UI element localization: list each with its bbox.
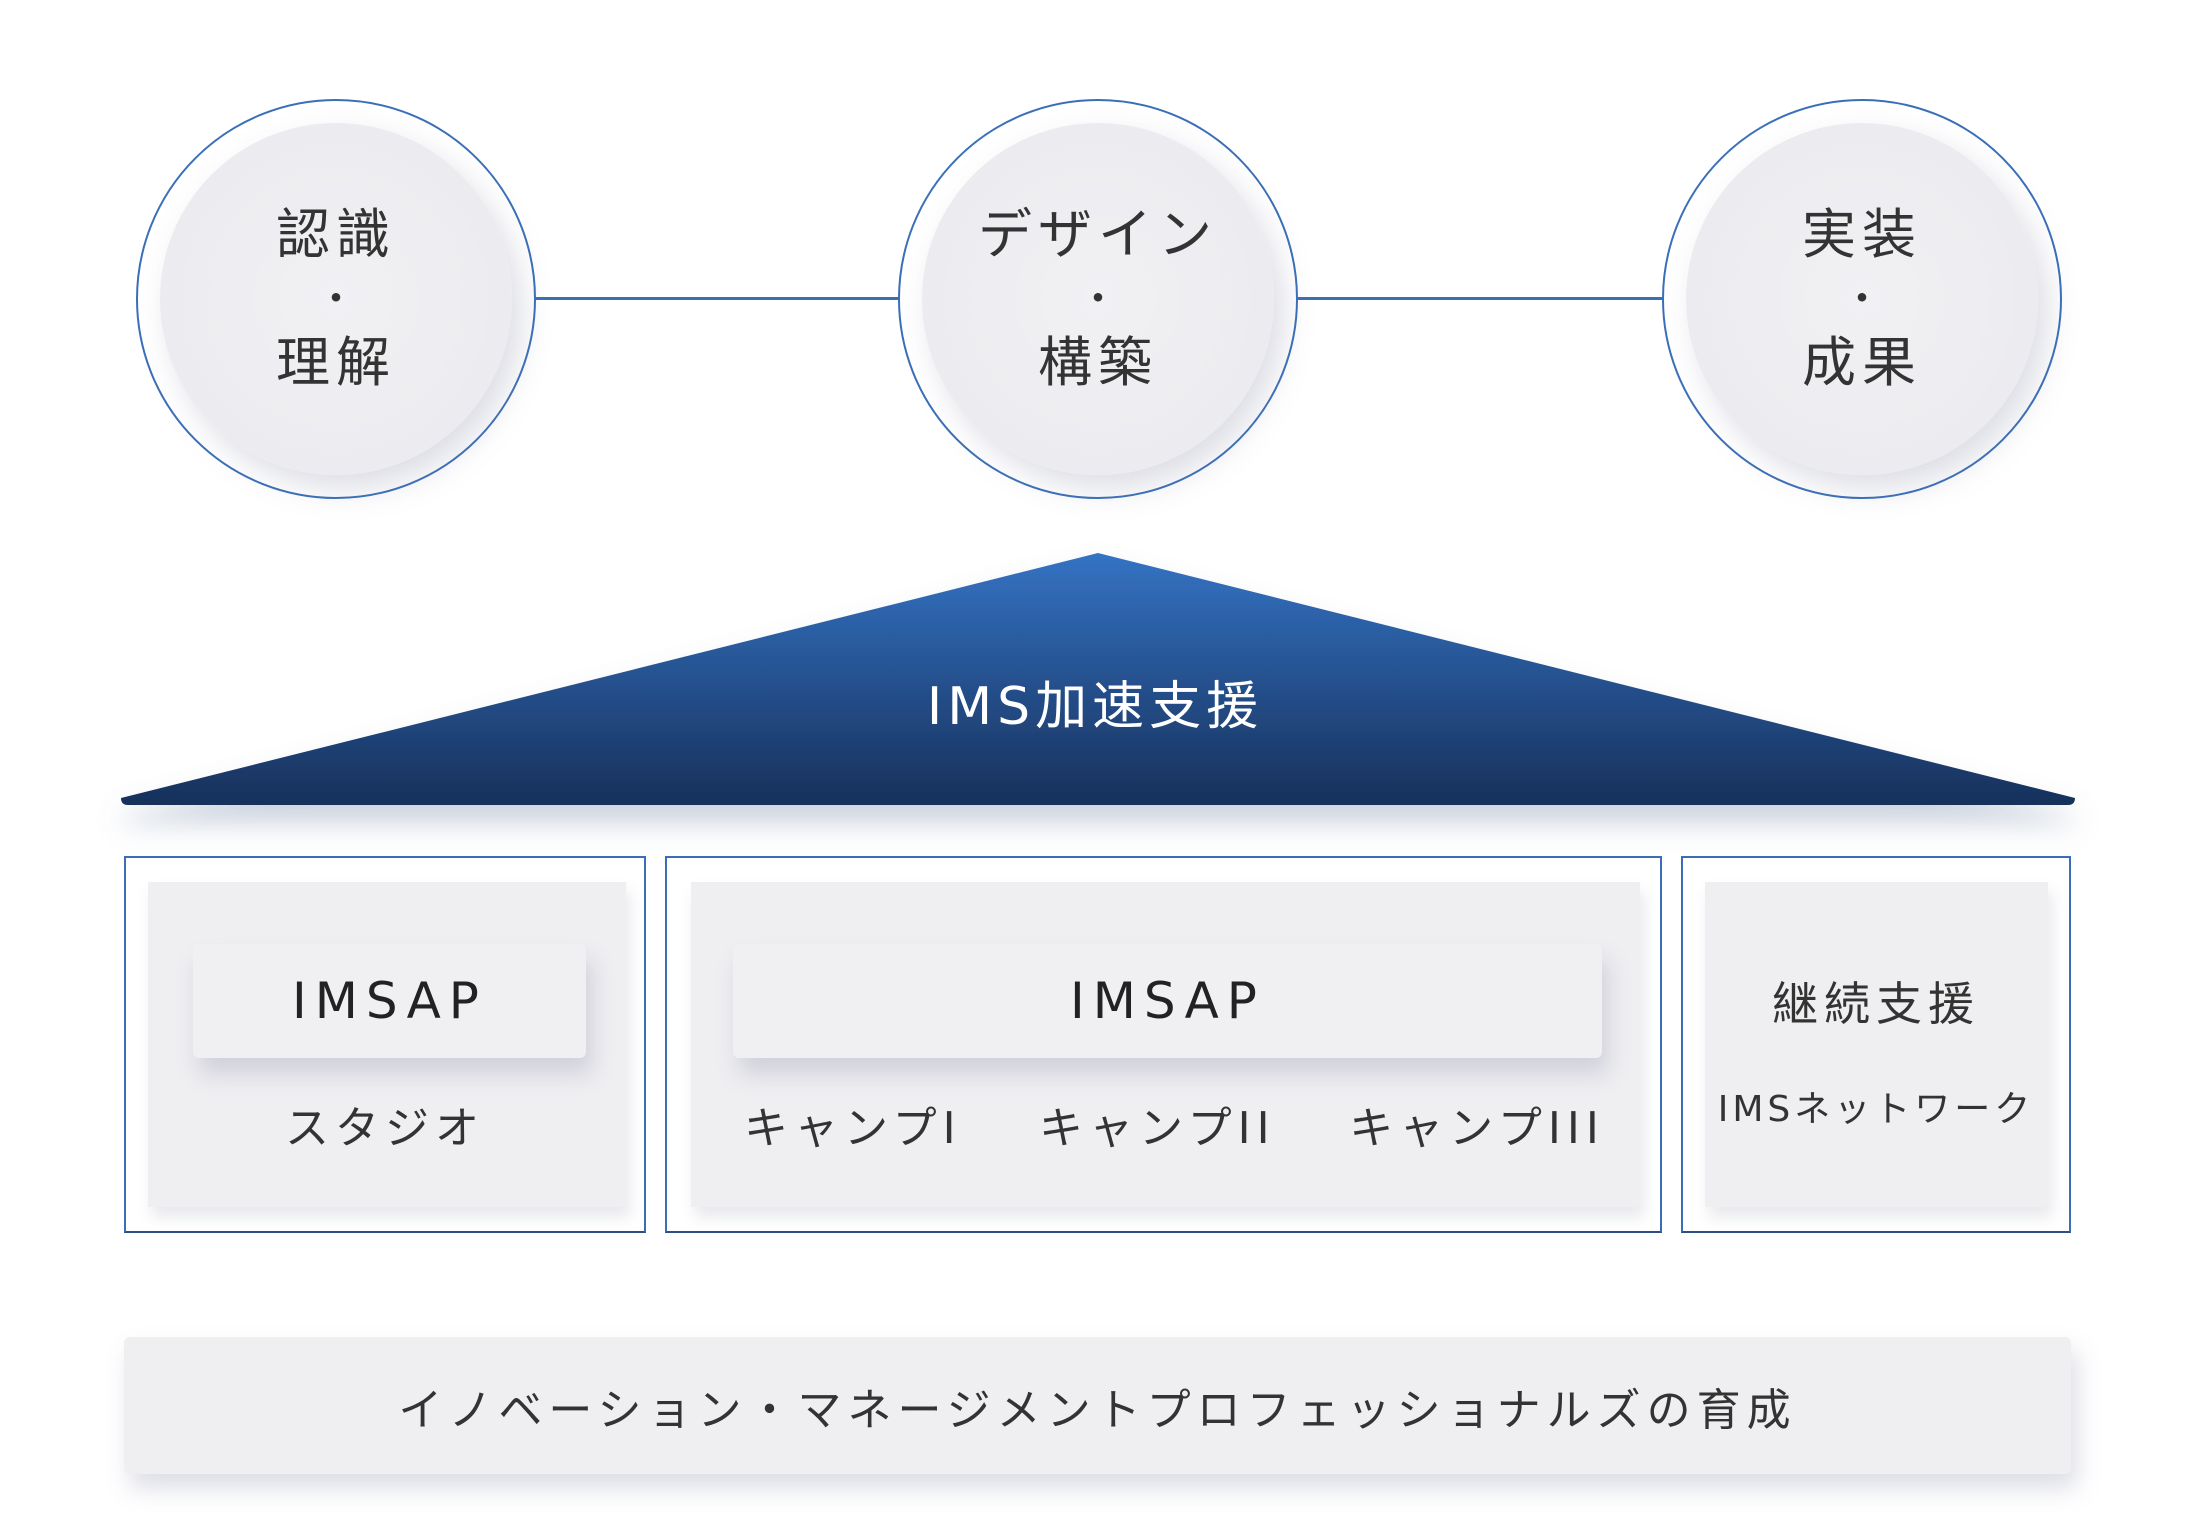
program-item: キャンプI — [744, 1103, 962, 1154]
pyramid-label: IMS加速支援 — [926, 677, 1264, 737]
pyramid-shape — [121, 553, 2075, 805]
foundation-bar: イノベーション・マネージメントプロフェッショナルズの育成 — [124, 1337, 2071, 1474]
stage-separator: ・ — [316, 276, 356, 322]
program-panel — [1705, 882, 2048, 1207]
program-item: キャンプII — [1039, 1103, 1276, 1154]
program-box-studio: IMSAP スタジオ — [124, 856, 646, 1233]
connector-line — [1294, 297, 1666, 300]
foundation-label: イノベーション・マネージメントプロフェッショナルズの育成 — [398, 1384, 1797, 1436]
program-item: IMSネットワーク — [1717, 1089, 2035, 1130]
stage-separator: ・ — [1078, 276, 1118, 322]
program-box-camp: IMSAP キャンプI キャンプII キャンプIII — [665, 856, 1662, 1233]
stage-title: 認識 — [276, 203, 396, 266]
stage-title: 実装 — [1802, 203, 1922, 266]
program-box-continuous-support: 継続支援 IMSネットワーク — [1681, 856, 2071, 1233]
connector-line — [530, 297, 902, 300]
stage-circle-design: デザイン ・ 構築 — [898, 99, 1298, 499]
stage-circle-recognition: 認識 ・ 理解 — [136, 99, 536, 499]
program-title: IMSAP — [193, 944, 586, 1058]
program-title: IMSAP — [733, 944, 1602, 1058]
stage-subtitle: 構築 — [1038, 331, 1158, 394]
program-item: キャンプIII — [1349, 1103, 1605, 1154]
program-item: スタジオ — [285, 1103, 485, 1154]
stage-subtitle: 理解 — [276, 331, 396, 394]
stage-subtitle: 成果 — [1802, 331, 1922, 394]
stage-separator: ・ — [1842, 276, 1882, 322]
stage-circle-implementation: 実装 ・ 成果 — [1662, 99, 2062, 499]
stage-title: デザイン — [978, 203, 1218, 266]
program-title: 継続支援 — [1772, 977, 1980, 1031]
